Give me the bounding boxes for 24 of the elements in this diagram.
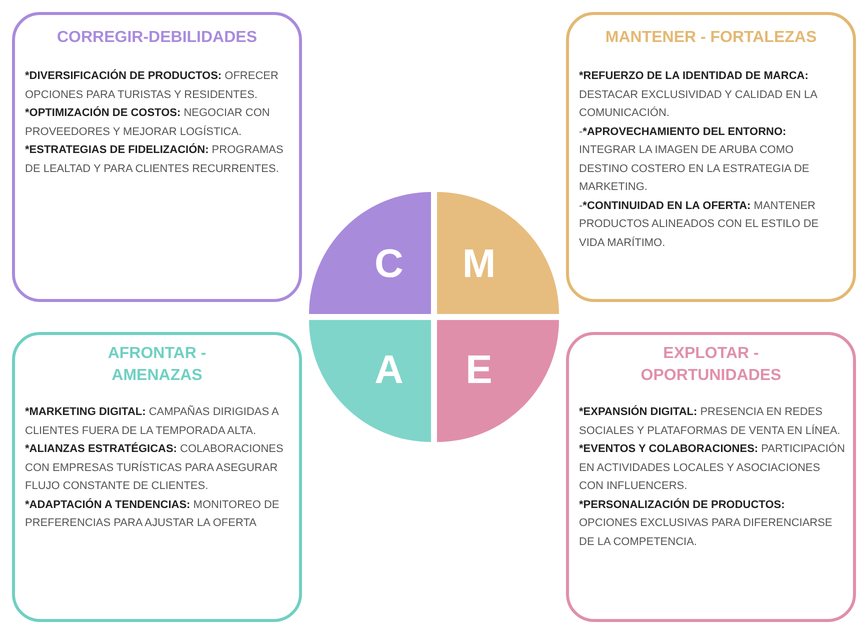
bullet-text: *ADAPTACIÓN A TENDENCIAS: MONITOREO DE PREFERENCIAS PARA AJUSTAR LA OFERTA (25, 497, 280, 531)
bullet-text: *DIVERSIFICACIÓN DE PRODUCTOS: OFRECER OPCIONES PARA TURISTAS Y RESIDENTES. (25, 68, 280, 102)
bullet-text: -*APROVECHAMIENTO DEL ENTORNO: INTEGRAR LA IMAGEN DE ARUBA COMO DESTINO COSTERO EN LA ESTRATEGIA DE MARKETING. (579, 124, 810, 195)
quadrant-letter: E (466, 349, 492, 391)
strategy-card (566, 332, 856, 622)
bullet-text: *EVENTOS Y COLABORACIONES: PARTICIPACIÓN EN ACTIVIDADES LOCALES Y ASOCIACIONES CON INFLUENCERS. (579, 442, 845, 494)
quadrant-letter: M (462, 243, 496, 285)
strategy-card (12, 12, 302, 302)
card-heading: EXPLOTAR - OPORTUNIDADES (640, 344, 782, 386)
bullet-text: *OPTIMIZACIÓN DE COSTOS: NEGOCIAR CON PROVEEDORES Y MEJORAR LOGÍSTICA. (25, 105, 271, 140)
bullet-text: *ESTRATEGIAS DE FIDELIZACIÓN: PROGRAMAS DE LEALTAD Y PARA CLIENTES RECURRENTES. (25, 142, 284, 176)
bullet-text: *ALIANZAS ESTRATÉGICAS: COLABORACIONES CON EMPRESAS TURÍSTICAS PARA ASEGURAR FLUJO CONSTANTE DE CLIENTES. (25, 441, 284, 494)
bullet-text: *EXPANSIÓN DIGITAL: PRESENCIA EN REDES SOCIALES Y PLATAFORMAS DE VENTA EN LÍNEA. (579, 404, 842, 438)
bullet-text: -*CONTINUIDAD EN LA OFERTA: MANTENER PRODUCTOS ALINEADOS CON EL ESTILO DE VIDA MARÍTIMO. (579, 198, 820, 250)
card-heading: AFRONTAR - AMENAZAS (106, 344, 208, 386)
bullet-text: *PERSONALIZACIÓN DE PRODUCTOS: OPCIONES EXCLUSIVAS PARA DIFERENCIARSE DE LA COMPETENCIA. (579, 497, 834, 550)
card-heading: MANTENER - FORTALEZAS (604, 28, 818, 48)
bullet-text: *REFUERZO DE LA IDENTIDAD DE MARCA: DESTACAR EXCLUSIVIDAD Y CALIDAD EN LA COMUNICACIÓN. (579, 69, 818, 121)
strategy-card (12, 332, 302, 622)
quadrant-letter: C (374, 243, 404, 285)
bullet-text: *MARKETING DIGITAL: CAMPAÑAS DIRIGIDAS A CLIENTES FUERA DE LA TEMPORADA ALTA. (25, 404, 280, 438)
quadrant-letter: A (374, 349, 404, 391)
strategy-card (566, 12, 856, 302)
card-heading: CORREGIR-DEBILIDADES (56, 28, 258, 48)
